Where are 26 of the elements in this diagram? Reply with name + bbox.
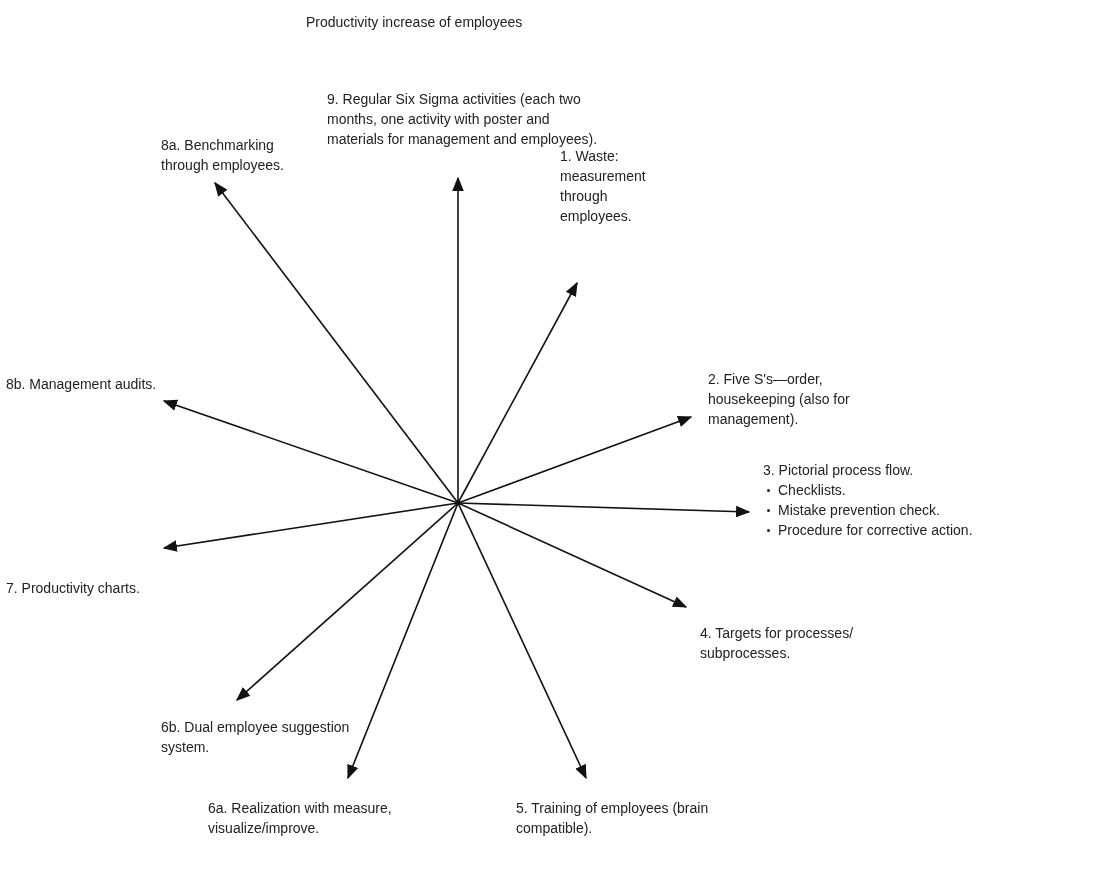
arrow [162, 399, 459, 504]
item-label: 8b. Management audits. [6, 375, 158, 394]
item-label: 5. Training of employees (brain compatible). [516, 799, 710, 838]
bullet-item: Mistake prevention check. [763, 500, 1103, 520]
arrow [235, 502, 459, 701]
arrow [162, 502, 459, 552]
item-label: 6a. Realization with measure, visualize/improve. [208, 799, 393, 838]
arrow [457, 502, 688, 608]
item-label: 4. Targets for processes/ subprocesses. [700, 624, 855, 663]
item-label: 9. Regular Six Sigma activities (each two months, one activity with poster and materials for management and employees). [327, 90, 599, 149]
arrow [457, 502, 587, 780]
item-label: 8a. Benchmarking through employees. [161, 136, 285, 175]
bullet-item: Checklists. [763, 480, 1103, 500]
arrow [457, 416, 693, 504]
arrow [347, 502, 459, 780]
arrow [457, 281, 578, 504]
item-label: 1. Waste: measurement through employees. [560, 147, 647, 226]
arrow [452, 176, 464, 504]
arrow [457, 502, 751, 518]
diagram-title: Productivity increase of employees [306, 13, 523, 32]
item-label: 2. Five S's—order, housekeeping (also for management). [708, 370, 851, 429]
arrow [214, 181, 459, 504]
item-label: 6b. Dual employee suggestion system. [161, 718, 351, 757]
item-label: 3. Pictorial process flow. [763, 461, 915, 480]
bullet-item: Procedure for corrective action. [763, 520, 1103, 540]
item-label: 7. Productivity charts. [6, 579, 141, 598]
